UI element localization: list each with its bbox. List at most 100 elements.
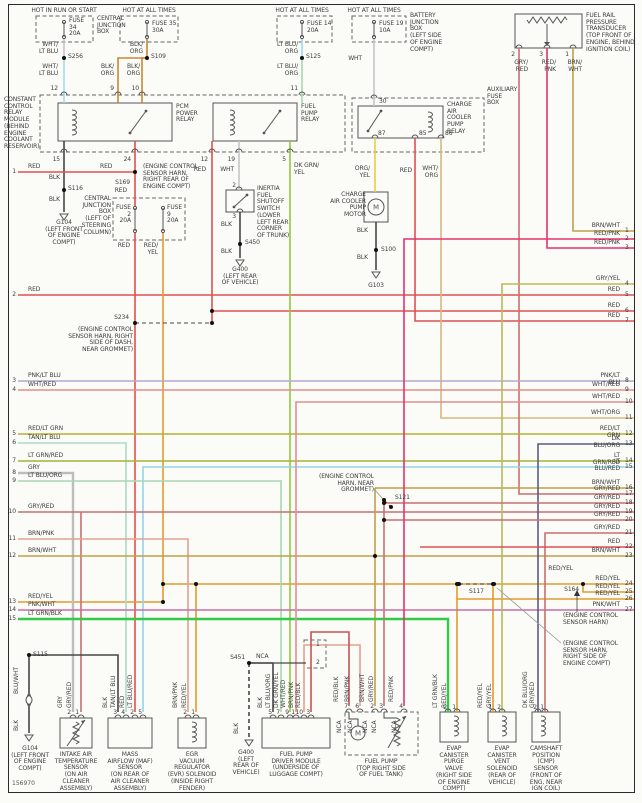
right-row-number: 23 [625,552,633,559]
splice-dot [62,188,66,192]
switch-contact-icon [232,205,236,209]
arrowhead-icon [81,720,85,724]
right-row-number: 15 [625,463,633,470]
right-row-wire-label: GRY/RED [593,494,620,501]
component-name-label: INTAKE AIR TEMPERATURE SENSOR (ON AIR CL… [54,751,98,792]
wire-color-label: RED/ PNK [541,59,556,73]
right-row-wire-label: PNK/LT BLU [600,372,620,386]
module-label: CONSTANT CONTROL RELAY MODULE (BEHIND EN… [4,96,40,151]
connector-pin-icon [370,94,378,99]
pin-number: 30 [379,98,387,105]
module-label: INERTIA FUEL SHUTOFF SWITCH (LOWER LEFT … [257,185,290,240]
left-row-number: 15 [8,615,17,622]
harness-note: (ENGINE CONTROL SENSOR HARN, RIGHT SIDE … [68,326,133,354]
wire-color-label: BLK [48,196,60,203]
junction-label: G104 (LEFT FRONT OF ENGINE COMPT) [45,219,83,247]
wire-red_blk [310,631,350,712]
connector-pin-icon [569,44,577,49]
wire-color-label: WHT/ ORG [422,165,438,179]
connector-pin-icon [139,714,147,719]
module-label: CHARGE AIR COOLER PUMP RELAY [447,101,472,135]
right-row-wire-label: GRY/YEL [595,275,620,282]
left-row-wire-label: LT GRN/RED [28,452,63,459]
module-box-dashed [276,15,333,43]
wire-brn_pnk [303,644,361,712]
wire-brn_pnk [18,538,189,712]
junction-label: G400 (LEFT REAR OF VEHICLE) [221,266,259,287]
fuse-terminal-icon [132,205,138,211]
pin-number: 6 [355,703,359,710]
splice-dot [161,600,165,604]
right-row-wire-label: RED [607,538,620,545]
vertical-wire-label: BRN/PNK [344,675,351,702]
vertical-wire-label: NCA [347,720,354,733]
pin-number: 2 [232,182,236,189]
junction-label: G103 [368,282,384,289]
switch-contact-icon [379,109,383,113]
wire-color-label: RED [114,187,127,194]
vertical-wire-label: RED/PNK [388,676,395,702]
right-row-wire-label: RED/YEL [595,590,620,597]
connector-pin-icon [277,714,285,719]
arrowhead-icon [574,590,580,596]
header-label: BATTERY JUNCTION BOX (LEFT SIDE OF ENGIN… [410,12,443,53]
component-box [57,102,173,142]
splice-dot [133,170,137,174]
connector-pin-icon [515,44,523,49]
pin-number: 1 [75,709,79,716]
right-row-wire-label: BRN/WHT [591,547,620,554]
transducer-resistor-icon [526,16,568,24]
arrowhead-icon [544,42,550,46]
wire-dkblu_org [537,443,634,712]
splice-dot [382,498,386,502]
splice-dot [374,248,378,252]
switch-icon [263,110,281,134]
left-row-number: 9 [12,477,16,484]
junction-label: S109 [151,53,166,60]
right-row-wire-label: BRN/WHT [591,479,620,486]
coil-icon [540,715,546,737]
coil-icon [427,111,433,133]
component-box [531,711,561,743]
wire-gry [18,471,75,712]
left-row-number: 13 [8,598,17,605]
splice-dot [455,582,459,586]
pin-number: 86 [445,130,453,137]
connector-pin-icon [236,208,244,213]
wire-color-label: BLK/ ORG [126,63,140,77]
wire-ltblu_org [18,480,282,712]
pin-number: 2 [511,51,515,58]
junction-label: S234 [114,314,129,321]
coil-icon [229,109,235,136]
wire-red_yel [582,584,634,593]
wire-red_pnk [546,48,634,249]
connector-pin-icon [437,134,445,139]
splice-dot [373,554,377,558]
module-box-dashed [119,15,179,43]
right-row-wire-label: RED/LT GRN [599,425,620,439]
right-row-wire-label: GRY/RED [593,524,620,531]
component-name-label: MASS AIRFLOW (MAF) SENSOR (ON REAR OF AI… [107,751,153,792]
right-row-number: 4 [625,280,629,287]
wire-gryl [496,587,562,644]
junction-label: S115 [33,651,48,658]
fuse-terminal-icon [144,34,150,40]
right-row-wire-label: GRY/RED [593,503,620,510]
left-row-number: 3 [12,377,16,384]
wire-color-label: NCA [256,653,269,660]
module-box-dashed [351,15,407,43]
right-row-wire-label: GRY/RED [593,511,620,518]
wire-blk [348,712,359,726]
left-row-number: 8 [12,469,16,476]
splice-dot [145,56,149,60]
diagram-id: 156970 [12,780,35,787]
wire-blk_org [117,57,147,103]
pin-number: 10 [131,85,140,92]
splice-dot [382,518,386,522]
wire-ltblu_red [142,466,634,712]
junction-label: S256 [68,53,83,60]
pin-number: 2 [67,709,71,716]
pin-number: 12 [50,85,59,92]
right-row-wire-label: PNK/WHT [592,601,621,608]
junction-label: S100 [381,246,396,253]
